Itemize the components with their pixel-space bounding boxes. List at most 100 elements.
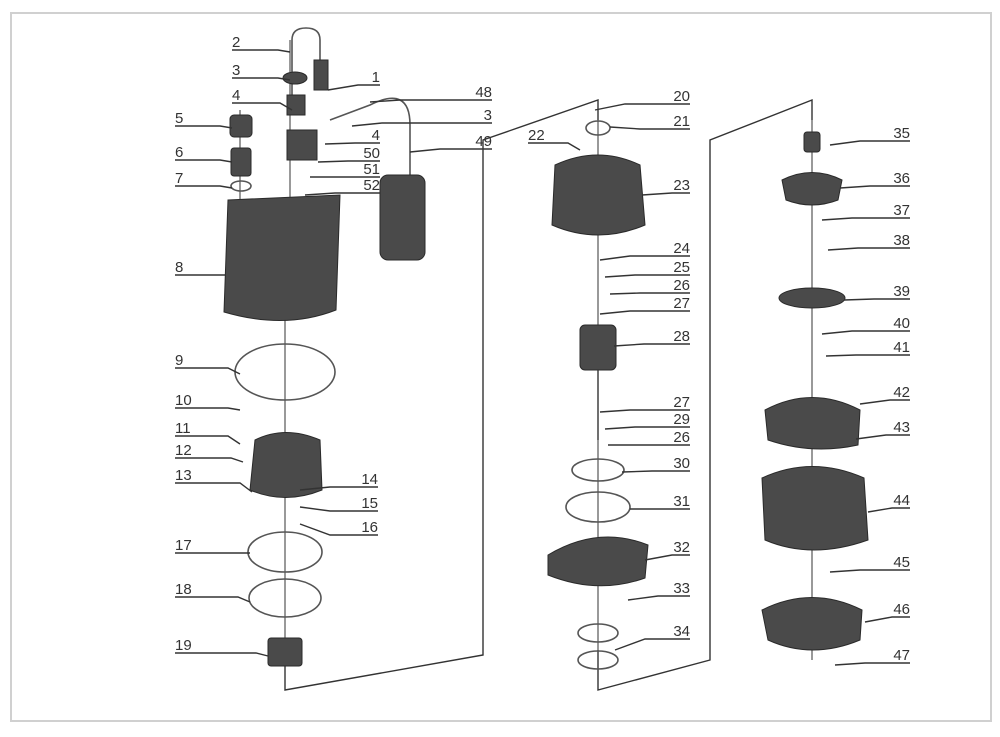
part-number: 30 xyxy=(673,455,690,472)
part-number: 45 xyxy=(893,554,910,571)
leader-line xyxy=(175,125,233,129)
part-number: 41 xyxy=(893,339,910,356)
leader-line xyxy=(621,470,690,473)
part-label: 49 xyxy=(409,133,492,153)
leader-line xyxy=(604,426,690,430)
leader-line xyxy=(855,434,910,440)
part-label: 4 xyxy=(232,87,293,111)
part-label: 29 xyxy=(604,411,690,430)
part-label: 18 xyxy=(175,581,251,603)
part-number: 1 xyxy=(372,69,380,86)
part-label: 15 xyxy=(299,495,378,512)
leader-line xyxy=(175,367,241,375)
leader-line xyxy=(175,652,269,657)
part-label: 41 xyxy=(825,339,910,357)
part-label: 32 xyxy=(644,539,690,561)
part-number: 3 xyxy=(232,62,240,79)
part-label: 5 xyxy=(175,110,233,129)
part-label: 21 xyxy=(609,113,690,130)
leader-line xyxy=(827,247,910,251)
part-label: 20 xyxy=(594,88,690,111)
part-number: 24 xyxy=(673,240,690,257)
leader-line xyxy=(175,482,253,493)
part-label: 40 xyxy=(821,315,910,335)
leader-line xyxy=(175,407,241,411)
leader-line xyxy=(834,662,910,666)
part-number: 26 xyxy=(673,277,690,294)
part-number: 9 xyxy=(175,352,183,369)
leader-line xyxy=(839,185,910,189)
part-number: 5 xyxy=(175,110,183,127)
part-number: 16 xyxy=(361,519,378,536)
part-number: 25 xyxy=(673,259,690,276)
leader-line xyxy=(175,159,233,163)
leader-line xyxy=(299,486,378,491)
leader-line xyxy=(175,185,233,189)
part-number: 42 xyxy=(893,384,910,401)
leader-line xyxy=(599,409,690,413)
leader-line xyxy=(327,84,380,91)
motor-housing xyxy=(223,194,341,322)
stator xyxy=(551,154,646,236)
part-label: 36 xyxy=(839,170,910,189)
part-label: 27 xyxy=(599,394,690,413)
part-number: 22 xyxy=(528,127,545,144)
pump-parts xyxy=(223,27,869,670)
leader-line xyxy=(609,126,690,130)
leader-line xyxy=(614,638,690,651)
part-label: 27 xyxy=(599,295,690,315)
part-number: 51 xyxy=(363,161,380,178)
rotor xyxy=(579,324,617,371)
leader-line xyxy=(859,399,910,405)
part-number: 34 xyxy=(673,623,690,640)
part-number: 38 xyxy=(893,232,910,249)
part-number: 32 xyxy=(673,539,690,556)
leader-line xyxy=(627,595,690,601)
part-number: 26 xyxy=(673,429,690,446)
part-label: 4 xyxy=(324,127,380,145)
part-label: 46 xyxy=(864,601,910,623)
part-label: 1 xyxy=(327,69,380,91)
part-label: 13 xyxy=(175,467,253,493)
part-number: 50 xyxy=(363,145,380,162)
part-number: 4 xyxy=(372,127,380,144)
part-label: 14 xyxy=(299,471,378,491)
part-label: 10 xyxy=(175,392,241,411)
part-number: 39 xyxy=(893,283,910,300)
leader-line xyxy=(304,192,380,196)
part-label: 2 xyxy=(232,34,291,53)
leader-line xyxy=(599,310,690,315)
plug xyxy=(313,59,329,91)
leader-line xyxy=(232,49,291,53)
leader-line xyxy=(351,122,492,127)
part-label: 39 xyxy=(843,283,910,301)
part-number: 44 xyxy=(893,492,910,509)
leader-line xyxy=(829,569,910,573)
part-label: 3 xyxy=(351,107,492,127)
part-label: 42 xyxy=(859,384,910,405)
part-label: 22 xyxy=(528,127,581,151)
part-label: 37 xyxy=(821,202,910,221)
intake-strainer xyxy=(761,597,863,651)
part-number: 23 xyxy=(673,177,690,194)
part-number: 43 xyxy=(893,419,910,436)
leader-line xyxy=(369,99,492,103)
leader-line xyxy=(409,148,492,153)
leader-line xyxy=(528,142,581,151)
part-label: 31 xyxy=(630,493,690,510)
part-label: 26 xyxy=(609,277,690,295)
part-number: 49 xyxy=(475,133,492,150)
part-number: 47 xyxy=(893,647,910,664)
part-number: 37 xyxy=(893,202,910,219)
part-label: 28 xyxy=(613,328,690,347)
leader-line xyxy=(232,102,293,111)
leader-line xyxy=(821,217,910,221)
part-label: 52 xyxy=(304,177,380,196)
leader-line xyxy=(594,103,690,111)
part-number: 27 xyxy=(673,295,690,312)
part-number: 13 xyxy=(175,467,192,484)
leader-line xyxy=(825,354,910,357)
part-number: 31 xyxy=(673,493,690,510)
leader-line xyxy=(175,596,251,603)
part-number: 27 xyxy=(673,394,690,411)
